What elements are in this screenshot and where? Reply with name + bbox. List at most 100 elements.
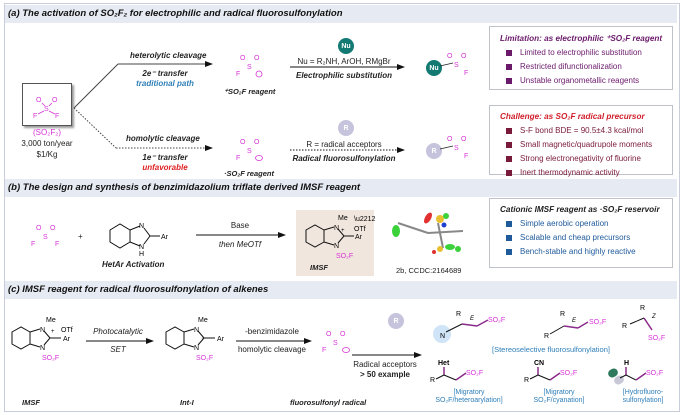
section-a-header: (a) The activation of SO₂F₂ for electrop… (5, 5, 677, 23)
svg-text:O: O (240, 55, 246, 62)
bullet-icon (506, 49, 512, 56)
svg-text:E: E (572, 318, 577, 324)
homolytic-arrow (236, 338, 312, 344)
svg-text:N: N (40, 345, 45, 352)
svg-text:\u2212: \u2212 (354, 216, 376, 223)
limitation-item: Limited to electrophilic substitution (506, 48, 672, 57)
electrophilic-substitution-label: Electrophilic substitution (295, 71, 392, 80)
svg-text:Me: Me (46, 317, 56, 324)
benzimidazole-structure: NNH Ar (109, 223, 169, 258)
challenge-item: S-F bond BDE = 90.5±4.3 kcal/mol (506, 126, 672, 135)
production-volume: 3,000 ton/year (21, 139, 73, 148)
crystal-structure-image (392, 212, 464, 254)
svg-text:O: O (254, 139, 260, 146)
svg-text:N: N (334, 225, 339, 232)
challenge-item: Inert thermodynamic activity (506, 168, 672, 177)
product-vinyl-e: RR E SO₂F (544, 311, 606, 340)
svg-text:F: F (464, 153, 468, 160)
photocatalytic-label: Photocatalytic (93, 327, 143, 336)
svg-text:N: N (334, 243, 339, 250)
nu-conditions: Nu = R₂NH, ArOH, RMgBr (297, 57, 391, 66)
photocatalytic-arrow (86, 338, 154, 344)
bullet-icon (506, 127, 512, 134)
int-i-label: Int-I (180, 398, 194, 407)
base-arrow (196, 232, 286, 238)
two-electron-label: 2e⁻ transfer (142, 69, 188, 78)
homolytic-cleavage-label: homolytic cleavage (237, 345, 307, 354)
svg-text:R: R (430, 377, 435, 384)
svg-text:R: R (544, 333, 549, 340)
svg-text:SO₂F: SO₂F (648, 335, 665, 342)
bullet-icon (506, 248, 512, 255)
base-label: Base (230, 221, 250, 230)
bullet-icon (506, 155, 512, 162)
homolytic-label: homolytic cleavage (126, 134, 200, 143)
radical-fluorosulfonylation-label: Radical fluorosulfonylation (292, 154, 396, 163)
imsf-highlight (296, 210, 374, 276)
svg-text:Ar: Ar (355, 234, 363, 241)
reservoir-item: Scalable and cheap precursors (506, 233, 672, 242)
heteroarylation-label: [Migratory SO₂F/heteroarylation] (435, 389, 503, 404)
benzimidazole-loss-label: -benzimidazole (245, 327, 299, 336)
challenge-box: Challenge: as SO₂F radical precursor S-F… (489, 105, 673, 177)
svg-text:SO₂F: SO₂F (646, 370, 663, 377)
product-heteroaryl: Het R SO₂F (430, 360, 483, 384)
crystal-label: 2b, CCDC:2164689 (396, 266, 462, 275)
svg-text:Ar: Ar (161, 234, 169, 241)
so2f-radical-label: ·SO₂F reagent (224, 169, 274, 178)
svg-text:O: O (52, 97, 58, 104)
svg-text:F: F (322, 347, 326, 354)
radical-acceptors-label: Radical acceptors (353, 360, 417, 369)
svg-text:F: F (236, 71, 240, 78)
svg-text:O: O (447, 53, 453, 60)
svg-text:S: S (247, 148, 252, 155)
svg-text:O: O (36, 97, 42, 104)
so2f-cation-label: ⁺SO₂F reagent (224, 87, 276, 96)
reservoir-title: Cationic IMSF reagent as ·SO₂F reservoir (500, 205, 660, 214)
plus-sign: + (78, 232, 83, 241)
svg-text:SO₂F: SO₂F (488, 317, 505, 324)
product-cyanation: CN R SO₂F (524, 360, 577, 384)
svg-text:O: O (254, 55, 260, 62)
unfavorable-label: unfavorable (142, 163, 188, 172)
challenge-title: Challenge: as SO₂F radical precursor (500, 112, 645, 121)
bullet-icon (506, 220, 512, 227)
svg-text:F: F (33, 113, 37, 120)
svg-text:O: O (50, 225, 56, 232)
svg-text:F: F (31, 241, 35, 248)
svg-text:H: H (624, 360, 629, 367)
reservoir-box: Cationic IMSF reagent as ·SO₂F reservoir… (489, 198, 673, 268)
so2f2-box (22, 83, 72, 126)
svg-text:S: S (43, 234, 48, 241)
radical-acceptor-badge: R (388, 313, 404, 329)
svg-text:O: O (326, 331, 332, 338)
hetar-activation-label: HetAr Activation (102, 260, 165, 269)
bullet-icon (506, 77, 512, 84)
svg-text:O: O (240, 139, 246, 146)
example-count-label: > 50 example (359, 370, 411, 379)
svg-text:F: F (55, 113, 59, 120)
stereoselective-label: [Stereoselective fluorosulfonylation] (492, 345, 610, 354)
hydrofluorosulfonylation-label: [Hydrofluoro-sulfonylation] (622, 389, 664, 404)
limitation-title: Limitation: as electrophilic ⁺SO₂F reage… (500, 34, 663, 43)
svg-text:N: N (194, 345, 199, 352)
price: $1/Kg (36, 150, 58, 159)
svg-text:+: + (51, 329, 55, 335)
reservoir-item: Simple aerobic operation (506, 219, 672, 228)
svg-text:F: F (55, 241, 59, 248)
svg-text:Ar: Ar (63, 336, 71, 343)
svg-text:Het: Het (438, 360, 450, 367)
fluorosulfonyl-radical-label: fluorosulfonyl radical (290, 398, 367, 407)
svg-text:R: R (456, 311, 461, 318)
meotf-label: then MeOTf (218, 240, 262, 249)
svg-text:SO₂F: SO₂F (196, 355, 213, 362)
bullet-icon (506, 234, 512, 241)
svg-text:OTf: OTf (61, 327, 73, 334)
one-electron-label: 1e⁻ transfer (142, 153, 188, 162)
